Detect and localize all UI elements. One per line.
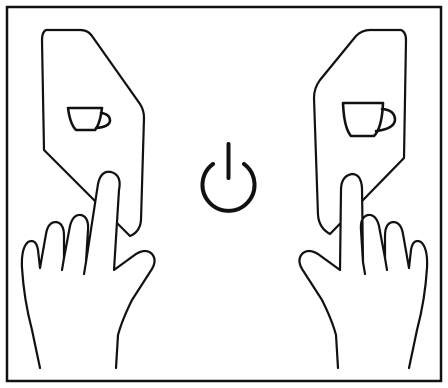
left-hand-icon xyxy=(20,170,156,370)
espresso-cup-icon xyxy=(66,106,112,132)
large-cup-icon xyxy=(341,101,397,138)
power-icon xyxy=(200,142,257,213)
right-hand-icon xyxy=(298,172,429,370)
right-button-panel xyxy=(312,28,408,236)
